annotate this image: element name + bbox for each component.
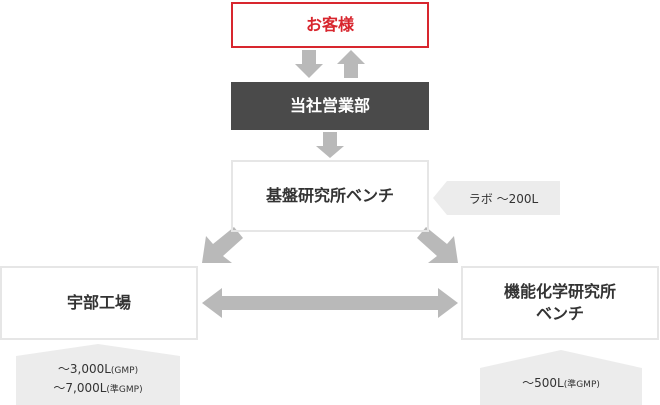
ube-plant-label: 宇部工場	[66, 293, 131, 313]
kino-lab-label-line1: 機能化学研究所	[503, 282, 616, 302]
kino-capacity-line: ～500L(準GMP)	[522, 375, 600, 390]
ube-capacity-caption: ～3,000L(GMP) ～7,000L(準GMP)	[16, 356, 180, 402]
lab-scale-tag-pointer	[433, 181, 447, 215]
kino-lab-node: 機能化学研究所 ベンチ	[461, 266, 659, 340]
arrow-sales-to-customer	[337, 50, 365, 78]
ube-caption-plate	[16, 344, 180, 405]
kino-caption-plate	[480, 350, 642, 405]
ube-plant-node: 宇部工場	[0, 266, 198, 340]
lab-scale-tag: ラボ ～200L	[447, 181, 560, 215]
arrow-sales-to-kiban	[316, 132, 344, 158]
arrow-kiban-to-kino	[417, 227, 458, 263]
ube-capacity-line2: ～7,000L(準GMP)	[53, 381, 143, 395]
customer-label: お客様	[305, 15, 354, 35]
kino-lab-label-line2: ベンチ	[535, 304, 584, 323]
sales-dept-node: 当社営業部	[231, 82, 429, 130]
sales-dept-label: 当社営業部	[289, 96, 370, 116]
kino-capacity-caption: ～500L(準GMP)	[480, 368, 642, 398]
arrow-customer-to-sales	[295, 50, 323, 78]
kiban-lab-node: 基盤研究所ベンチ	[231, 160, 429, 232]
arrow-kiban-to-ube	[202, 227, 243, 263]
lab-scale-label: ラボ ～200L	[468, 191, 539, 206]
customer-node: お客様	[231, 2, 429, 48]
ube-capacity-line1: ～3,000L(GMP)	[57, 362, 139, 377]
arrow-ube-kino-bidirectional	[202, 288, 458, 318]
kiban-lab-label: 基盤研究所ベンチ	[265, 186, 394, 206]
